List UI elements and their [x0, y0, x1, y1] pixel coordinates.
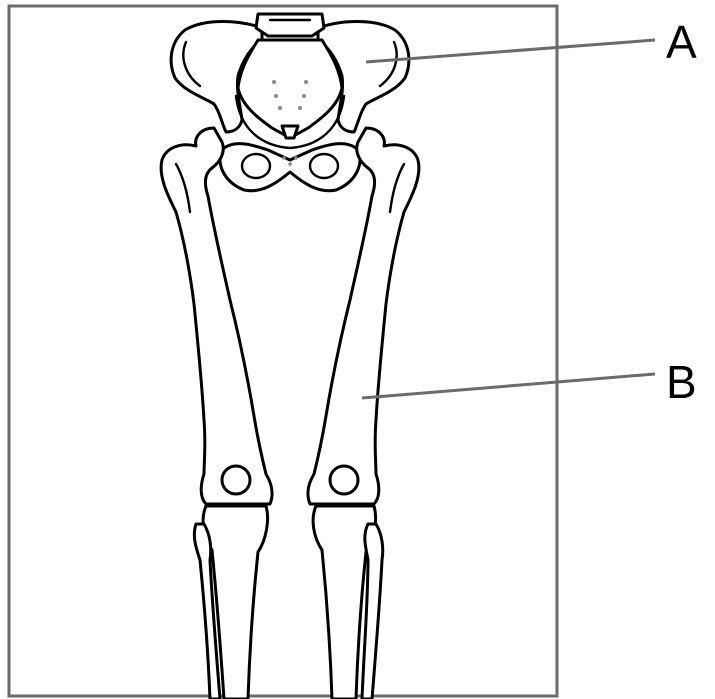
callout-b: B — [362, 356, 697, 408]
callout-a-label: A — [666, 16, 697, 68]
left-tibia-fibula — [194, 506, 267, 699]
lumbar-vertebra — [256, 14, 324, 36]
callout-b-leader — [362, 374, 655, 398]
right-fibula — [362, 524, 383, 699]
right-tibia-fibula — [313, 506, 383, 699]
callout-a: A — [366, 16, 697, 68]
coccyx — [282, 126, 298, 138]
sacrum — [238, 40, 342, 138]
left-patella — [222, 466, 250, 494]
right-patella — [330, 466, 358, 494]
callout-b-label: B — [666, 356, 697, 408]
